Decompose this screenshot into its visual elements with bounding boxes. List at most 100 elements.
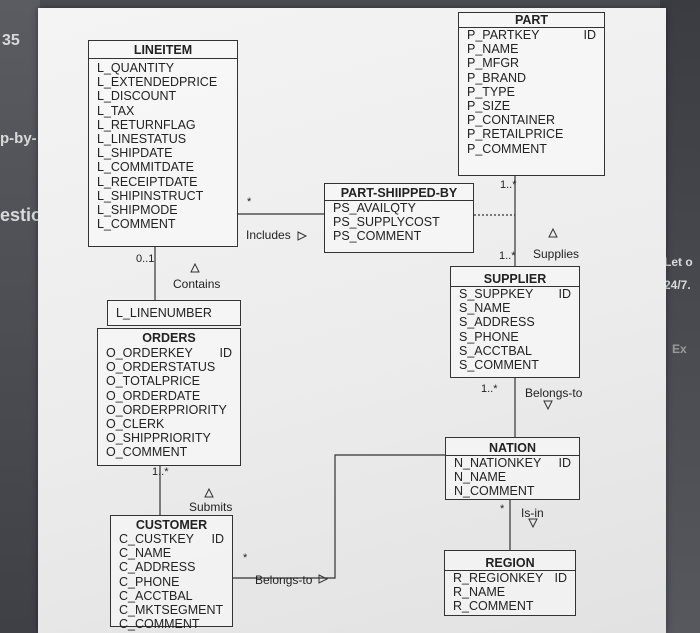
attribute-row: C_PHONE (119, 575, 224, 589)
supplies-arrow-icon (548, 227, 558, 238)
rel-label-contains: Contains (173, 277, 221, 291)
belongs-to-supplier-arrow-icon (543, 400, 553, 411)
rel-label-belongs-to-customer: Belongs-to (255, 573, 313, 587)
attribute-name: L_COMMITDATE (97, 160, 194, 175)
attribute-row: L_SHIPDATE (97, 146, 229, 160)
attribute-name: O_ORDERSTATUS (106, 360, 216, 375)
attribute-row: C_COMMENT (119, 617, 224, 631)
attribute-row: O_SHIPPRIORITY (106, 431, 232, 445)
attribute-name: N_NATIONKEY (454, 456, 542, 470)
rel-label-is-in: Is-in (521, 506, 544, 520)
attribute-name: P_PARTKEY (467, 28, 540, 42)
attribute-name: C_PHONE (119, 574, 180, 589)
attribute-name: L_RECEIPTDATE (97, 174, 198, 189)
rel-label-belongs-to-supplier: Belongs-to (525, 386, 583, 400)
attribute-name: L_SHIPMODE (97, 203, 178, 218)
attribute-name: S_COMMENT (459, 358, 539, 373)
contains-arrow-icon (190, 262, 200, 273)
attribute-row: N_NAME (454, 470, 571, 484)
bg-text-1: 35 (2, 32, 20, 49)
entity-title: SUPPLIER (451, 267, 579, 287)
attribute-row: N_COMMENT (454, 484, 571, 498)
attribute-row: O_COMMENT (106, 445, 232, 459)
mult-part: 1..* (500, 179, 517, 191)
attribute-row: S_COMMENT (459, 358, 571, 372)
attribute-name: S_NAME (459, 301, 511, 316)
attribute-name: S_PHONE (459, 329, 519, 344)
attribute-row: P_PARTKEY ID (467, 28, 596, 42)
attribute-name: P_BRAND (467, 70, 527, 85)
bg-text-5: 24/7. (664, 278, 691, 292)
rel-label-submits: Submits (189, 500, 233, 514)
attribute-name: P_SIZE (467, 99, 511, 114)
attribute-name: N_COMMENT (454, 484, 535, 499)
attribute-row: S_ACCTBAL (459, 344, 571, 358)
attribute-row: PS_COMMENT (333, 229, 465, 243)
attribute-name: O_ORDERKEY (106, 346, 193, 360)
attribute-row: C_NAME (119, 546, 224, 560)
attribute-name: C_ACCTBAL (119, 588, 193, 603)
attribute-name: L_TAX (97, 103, 135, 118)
submits-arrow-icon (204, 487, 214, 498)
attribute-name: C_NAME (119, 546, 172, 561)
attribute-row: L_RETURNFLAG (97, 118, 229, 132)
attribute-row: C_MKTSEGMENT (119, 603, 224, 617)
attribute-name: L_EXTENDEDPRICE (97, 75, 218, 90)
attribute-name: R_NAME (453, 585, 506, 600)
attribute-row: S_PHONE (459, 330, 571, 344)
attribute-row: L_COMMITDATE (97, 160, 229, 174)
attribute-key-badge: ID (583, 28, 597, 42)
attribute-row: P_BRAND (467, 71, 596, 85)
attribute-key-badge: ID (219, 346, 233, 360)
entity-title: LINEITEM (89, 41, 237, 59)
mult-nation-is-in: * (500, 503, 505, 515)
attribute-name: O_ORDERDATE (106, 388, 201, 403)
bg-text-2: p-by- (0, 130, 37, 147)
attribute-row: L_DISCOUNT (97, 89, 229, 103)
attribute-row: R_COMMENT (453, 599, 567, 613)
attribute-name: R_COMMENT (453, 599, 534, 614)
attribute-name: P_NAME (467, 42, 519, 57)
attribute-row: R_NAME (453, 585, 567, 599)
attribute-key-badge: ID (554, 571, 568, 585)
entity-linenumber: L_LINENUMBER (107, 300, 241, 326)
attribute-name: O_CLERK (106, 417, 165, 432)
entity-title: PART-SHIIPPED-BY (325, 184, 473, 201)
bg-text-6: Ex (672, 342, 687, 356)
entity-title: CUSTOMER (135, 518, 208, 532)
attribute-name: N_NAME (454, 470, 507, 485)
attribute-row: PS_SUPPLYCOST (333, 215, 465, 229)
attribute-row: O_ORDERSTATUS (106, 360, 232, 374)
attribute-row: L_QUANTITY (97, 61, 229, 75)
entity-title: REGION (445, 551, 575, 571)
attribute-row: P_MFGR (467, 56, 596, 70)
attribute-name: P_CONTAINER (467, 113, 555, 128)
attribute-key-badge: ID (558, 456, 572, 470)
attribute-row: L_SHIPINSTRUCT (97, 189, 229, 203)
attribute-name: P_MFGR (467, 56, 520, 71)
attribute-name: L_SHIPINSTRUCT (97, 188, 204, 203)
attribute-name: C_COMMENT (119, 617, 200, 632)
includes-arrow-icon (297, 231, 308, 241)
attribute-row: O_ORDERDATE (106, 389, 232, 403)
attribute-row: L_LINESTATUS (97, 132, 229, 146)
attribute-name: PS_COMMENT (333, 229, 422, 244)
mult-orders-submits: 1..* (152, 466, 169, 478)
attribute-name: O_TOTALPRICE (106, 374, 201, 389)
attribute-row: P_TYPE (467, 85, 596, 99)
attribute-name: S_ADDRESS (459, 315, 535, 330)
attribute-row: N_NATIONKEY ID (454, 456, 571, 470)
